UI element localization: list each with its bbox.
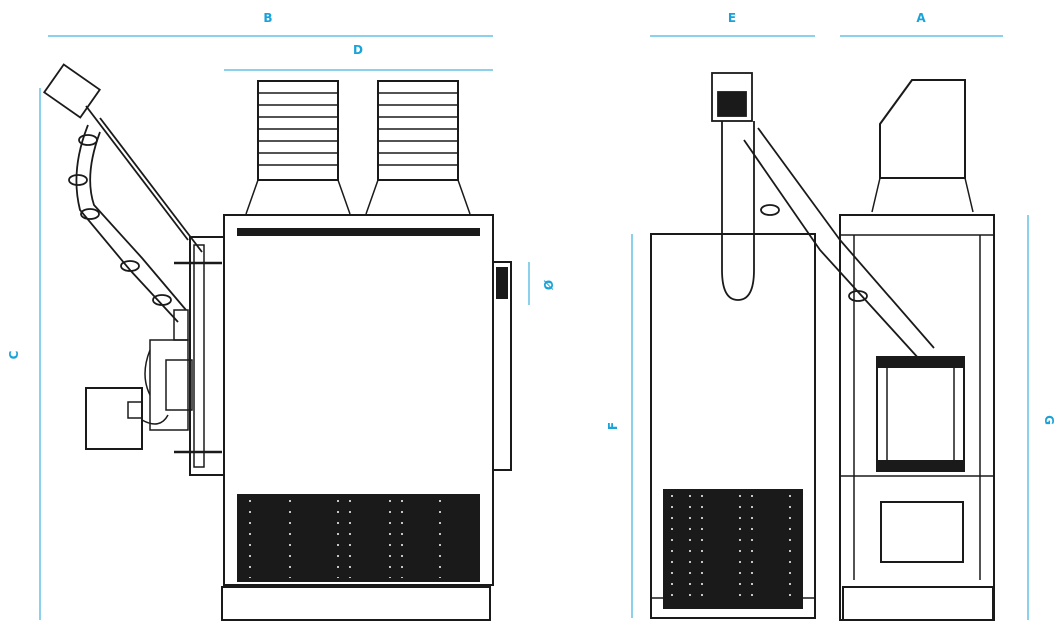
fan-hood-left — [245, 80, 351, 215]
access-panel — [880, 501, 964, 563]
burner-body — [149, 339, 189, 431]
label-diameter: Ø — [542, 280, 556, 290]
label-c: C — [7, 350, 21, 359]
label-d: D — [353, 43, 363, 57]
cabinet-base — [221, 586, 491, 621]
side-connector — [492, 261, 512, 471]
label-a: A — [916, 11, 926, 25]
dimension-annotations — [39, 35, 1029, 620]
grille-perforations — [249, 500, 441, 578]
front-auger-tube — [711, 72, 935, 361]
label-g: G — [1042, 415, 1056, 425]
auger-tube — [42, 63, 203, 341]
lower-grille — [237, 494, 480, 582]
label-f: F — [606, 422, 620, 430]
front-grille — [663, 489, 803, 609]
burner-hatch — [876, 356, 965, 472]
rear-cabinet — [839, 214, 995, 621]
burner-flange — [189, 236, 225, 476]
front-grille-perforations — [671, 495, 791, 605]
rear-base — [842, 586, 994, 621]
front-view — [650, 72, 935, 619]
side-view — [42, 63, 512, 621]
rear-view — [839, 79, 995, 621]
rear-hood — [879, 79, 966, 179]
label-b: B — [263, 11, 272, 25]
fan-hood-right — [365, 80, 471, 215]
label-e: E — [728, 11, 736, 25]
top-vent-slot — [237, 228, 480, 236]
front-cabinet — [650, 233, 816, 619]
